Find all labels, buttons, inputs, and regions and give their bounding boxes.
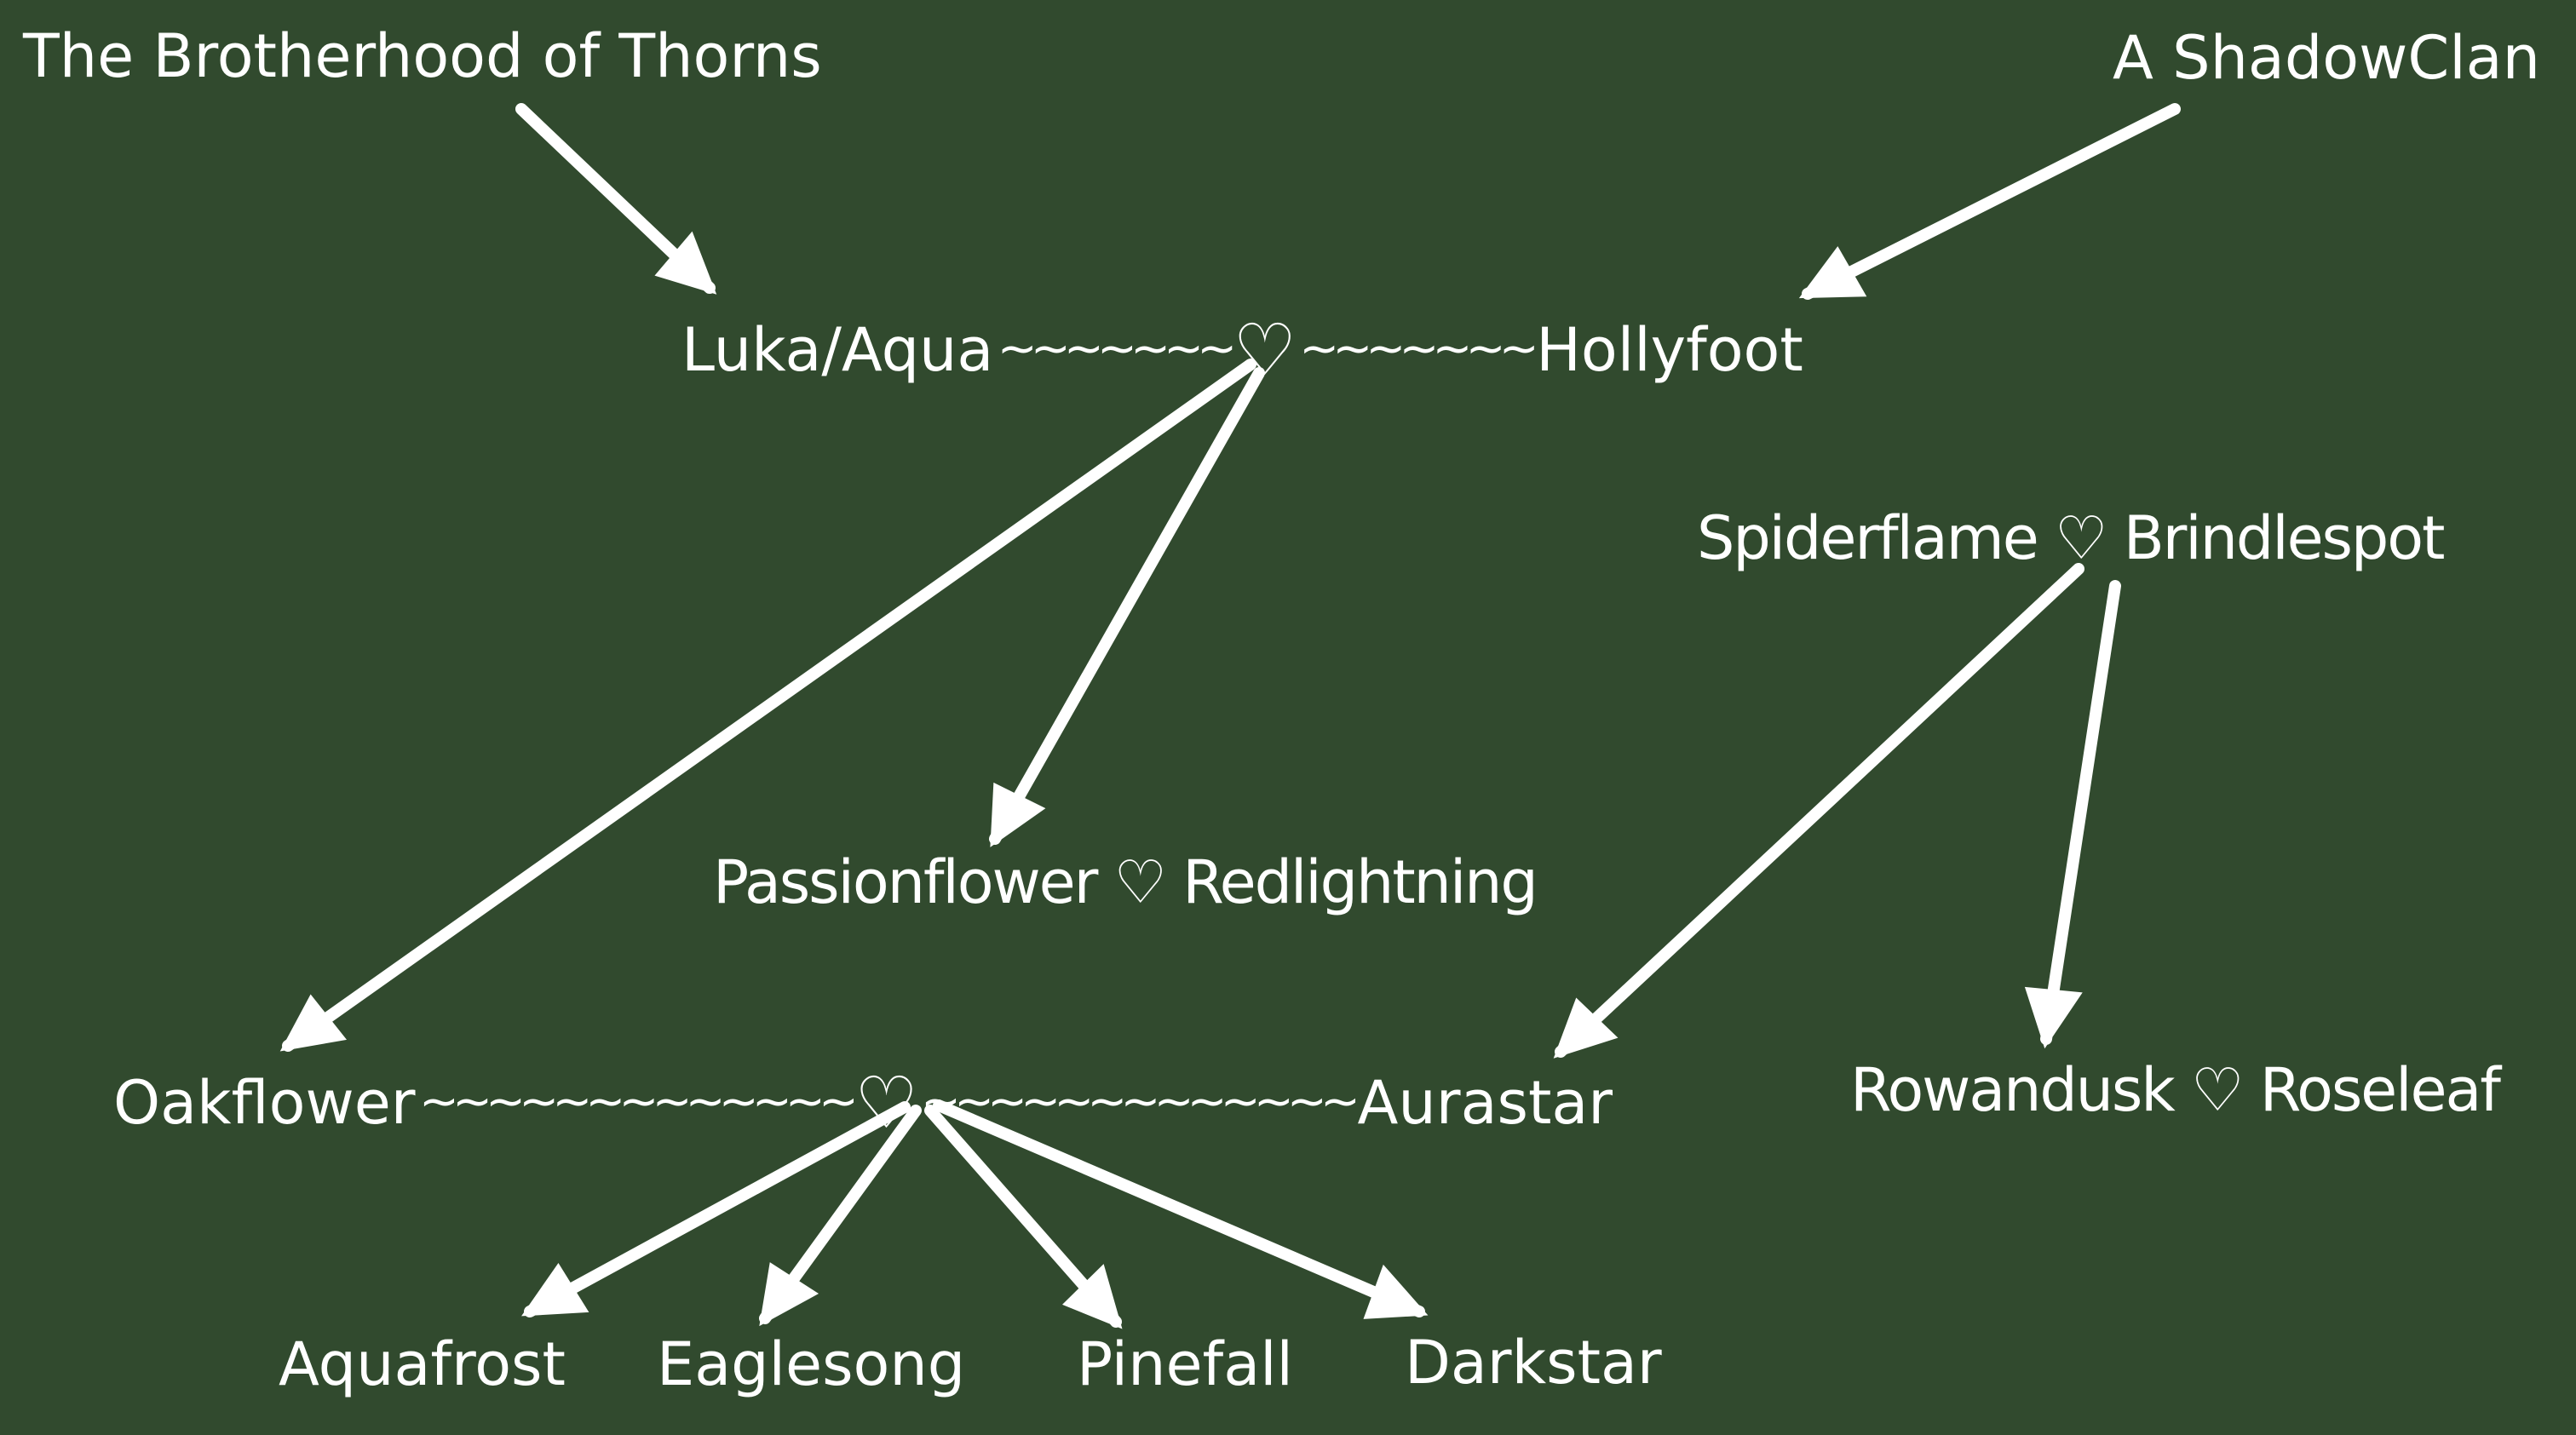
bond-tildes-right: ~~~~~~~~~~~~~ [921,1074,1360,1130]
cat-name-luka-aqua: Luka/Aqua [681,315,994,385]
arrow-spiderflame-couple-to-rowandusk [2024,580,2121,1049]
arrow-oakflower-aurastar-to-aquafrost [521,1101,911,1317]
bond-tildes-left: ~~~~~~~~~~~~~ [419,1074,859,1130]
cat-name-oakflower: Oakflower [113,1068,416,1138]
arrow-oakflower-aurastar-to-darkstar [933,1099,1429,1319]
pair-spiderflame-brindlespot: Spiderflame ♡ Brindlespot [1697,503,2445,573]
origin-label-brotherhood-of-thorns: The Brotherhood of Thorns [23,21,822,91]
arrow-luka-hollyfoot-to-oakflower [279,359,1256,1052]
cat-name-hollyfoot: Hollyfoot [1536,315,1803,385]
arrow-brotherhood-to-luka-aqua [515,103,717,295]
bond-tildes-right: ~~~~~~~ [1299,321,1538,377]
heart-icon: ♡ [854,1061,919,1145]
arrow-luka-hollyfoot-to-passionflower [989,367,1265,847]
origin-label-shadowclan: A ShadowClan [2113,23,2540,93]
heart-icon: ♡ [1233,308,1297,393]
cat-name-aquafrost: Aquafrost [279,1329,566,1399]
arrow-shadowclan-to-hollyfoot [1798,103,2181,300]
pair-passionflower-redlightning: Passionflower ♡ Redlightning [713,847,1538,917]
cat-name-aurastar: Aurastar [1357,1068,1613,1138]
bond-tildes-left: ~~~~~~~ [997,321,1237,377]
cat-name-eaglesong: Eaglesong [657,1329,966,1399]
arrow-oakflower-aurastar-to-eaglesong [759,1105,922,1327]
cat-name-pinefall: Pinefall [1077,1329,1293,1399]
arrow-spiderflame-couple-to-aurastar [1553,563,2084,1059]
arrow-oakflower-aurastar-to-pinefall [924,1105,1123,1329]
cat-name-darkstar: Darkstar [1405,1328,1662,1398]
pair-rowandusk-roseleaf: Rowandusk ♡ Roseleaf [1850,1055,2501,1125]
pair-luka-aqua-hollyfoot: Luka/Aqua~~~~~~~♡~~~~~~~Hollyfoot [681,308,1803,387]
pair-oakflower-aurastar: Oakflower~~~~~~~~~~~~~♡~~~~~~~~~~~~~Aura… [113,1061,1613,1140]
